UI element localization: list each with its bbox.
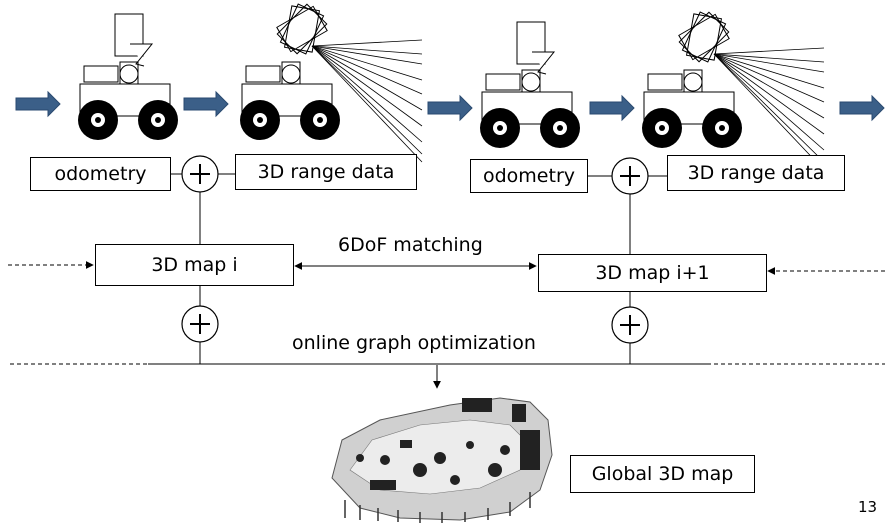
global-map-box: Global 3D map <box>570 455 755 493</box>
motion-arrow-icon <box>15 91 61 117</box>
odometry-box-left: odometry <box>30 157 171 191</box>
page-number: 13 <box>858 498 878 516</box>
plus-circle-icon <box>611 306 649 344</box>
motion-arrow-icon <box>183 91 229 117</box>
point-cloud-map-icon <box>331 397 553 523</box>
plus-circle-icon <box>611 157 649 195</box>
matching-label: 6DoF matching <box>338 234 483 256</box>
robot-icon <box>78 14 178 140</box>
map-i1-box: 3D map i+1 <box>538 254 767 292</box>
range-data-box-left: 3D range data <box>235 154 417 190</box>
robot-icon <box>480 22 580 148</box>
map-i-box: 3D map i <box>95 244 294 286</box>
robot-scanner-icon <box>240 4 422 162</box>
optimization-label: online graph optimization <box>292 332 536 354</box>
plus-circle-icon <box>181 155 219 193</box>
plus-circle-icon <box>181 305 219 343</box>
robot-scanner-icon <box>642 12 824 170</box>
odometry-box-right: odometry <box>470 159 588 193</box>
motion-arrow-icon <box>839 95 885 121</box>
motion-arrow-icon <box>589 95 635 121</box>
range-data-box-right: 3D range data <box>667 155 845 191</box>
motion-arrow-icon <box>427 95 473 121</box>
